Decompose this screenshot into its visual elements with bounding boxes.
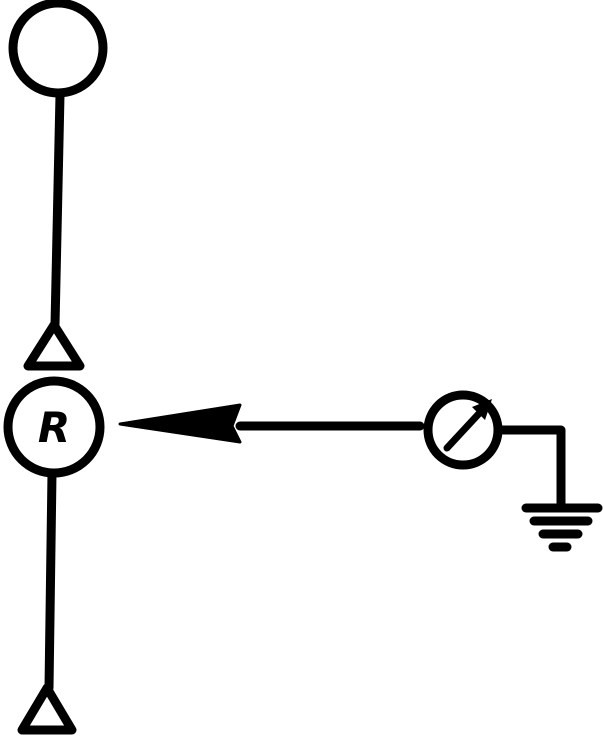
r-node-label: R <box>38 403 70 452</box>
top-terminal-circle <box>8 0 108 98</box>
signal-arrow <box>118 403 425 444</box>
ground-icon <box>521 503 603 552</box>
upper-vertical-wire <box>50 90 65 330</box>
arrow-head <box>118 403 242 444</box>
lower-vertical-wire <box>44 468 57 693</box>
lower-triangle-marker <box>17 683 77 735</box>
ground-wire <box>493 425 566 510</box>
upper-triangle-marker <box>23 320 85 371</box>
meter-icon <box>423 390 503 470</box>
